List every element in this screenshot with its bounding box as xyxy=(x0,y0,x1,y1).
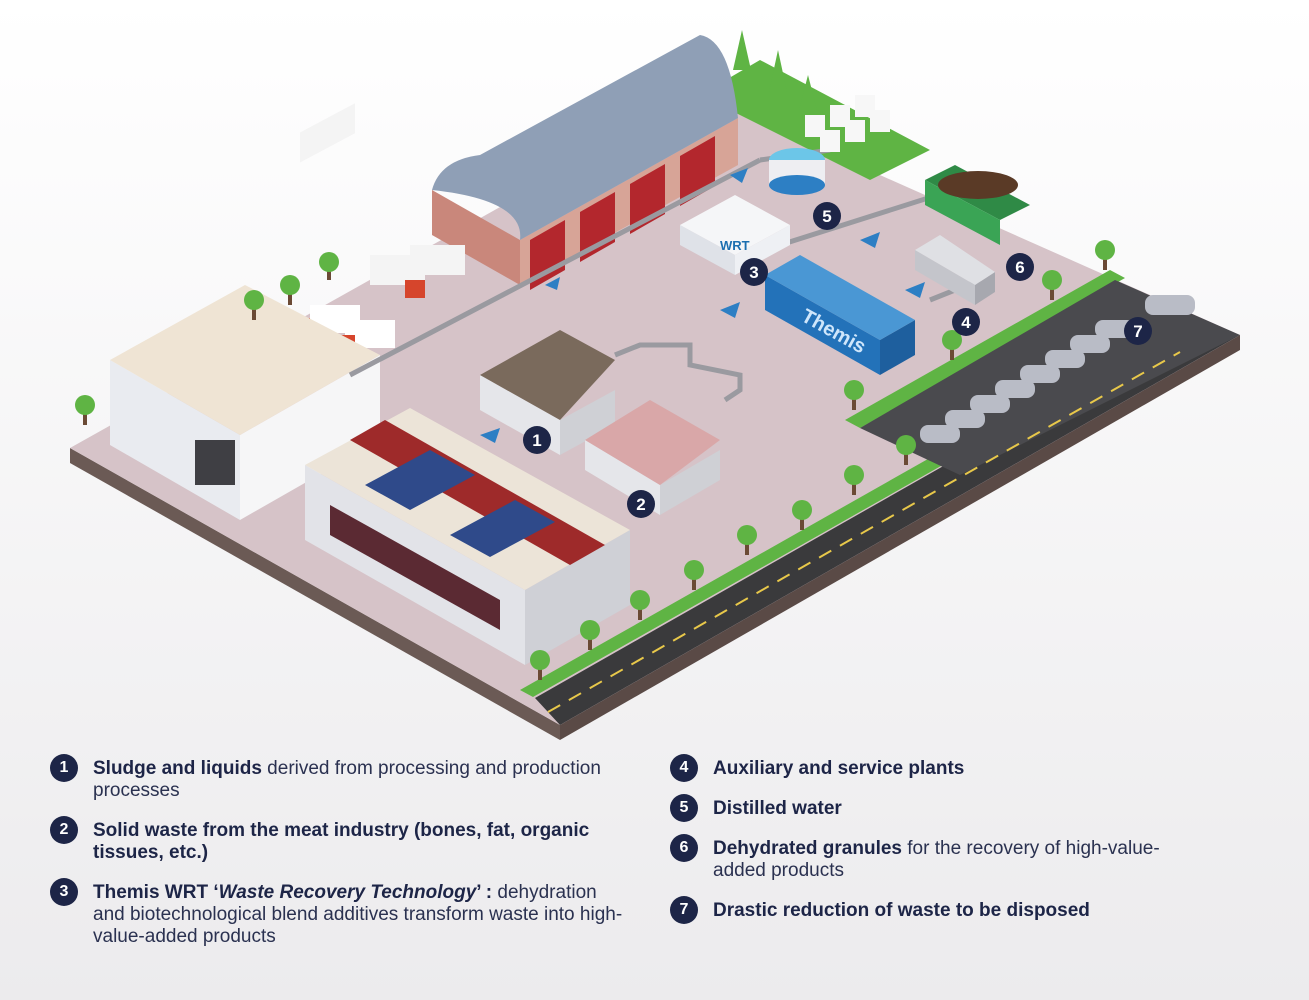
legend-badge: 4 xyxy=(670,754,698,782)
legend-item-3: 3 Themis WRT ‘Waste Recovery Technology’… xyxy=(50,878,630,948)
tank1-top xyxy=(480,330,615,420)
legend-item-6: 6 Dehydrated granules for the recovery o… xyxy=(670,834,1200,882)
warehouse-doors xyxy=(530,136,715,290)
tank1-side xyxy=(560,390,615,455)
office-entrance xyxy=(195,440,235,485)
legend-badge: 1 xyxy=(50,754,78,782)
legend-text: Auxiliary and service plants xyxy=(713,758,965,779)
themis-front xyxy=(765,275,880,375)
svg-text:4: 4 xyxy=(961,313,971,332)
legend-item-5: 5 Distilled water xyxy=(670,794,1230,822)
grass-strip-front xyxy=(520,455,948,697)
legend-text: Distilled water xyxy=(713,798,842,819)
legend-badge: 6 xyxy=(670,834,698,862)
aux-plant-front xyxy=(915,250,975,305)
grass-strip xyxy=(845,270,1125,428)
wrt-logo-small: WRT xyxy=(720,238,750,253)
aux-plant-top xyxy=(915,235,995,285)
svg-text:3: 3 xyxy=(749,263,758,282)
callout-6: 6 xyxy=(1006,253,1034,281)
aux-plant-side xyxy=(975,272,995,305)
callout-4: 4 xyxy=(952,308,980,336)
themis-side xyxy=(880,320,915,375)
office-roof xyxy=(110,285,380,435)
tank2-top xyxy=(585,400,720,485)
solar-panel-2 xyxy=(450,500,555,557)
warehouse-roof xyxy=(432,35,738,240)
legend-text: Sludge and liquids derived from processi… xyxy=(93,758,601,801)
svg-text:5: 5 xyxy=(822,207,831,226)
legend-badge: 5 xyxy=(670,794,698,822)
callout-1: 1 xyxy=(523,426,551,454)
callouts: 1 2 3 4 5 6 7 xyxy=(523,202,1152,518)
office-side xyxy=(240,355,380,520)
trees xyxy=(75,30,1115,680)
legend-text: Themis WRT ‘Waste Recovery Technology’ :… xyxy=(93,882,623,947)
svg-text:7: 7 xyxy=(1133,322,1142,341)
road xyxy=(535,335,1240,725)
themis-top xyxy=(765,255,915,340)
svg-text:2: 2 xyxy=(636,495,645,514)
callout-7: 7 xyxy=(1124,317,1152,345)
granule-bags xyxy=(805,95,890,152)
base-right-side xyxy=(560,335,1240,740)
solar-panel-1 xyxy=(365,450,475,510)
legend-badge: 2 xyxy=(50,816,78,844)
green-skip-side xyxy=(925,180,1000,245)
svg-text:6: 6 xyxy=(1015,258,1024,277)
legend-text: Dehydrated granules for the recovery of … xyxy=(713,838,1160,881)
tanker-trucks xyxy=(920,295,1195,443)
granule-pile xyxy=(938,171,1018,199)
legend-text: Solid waste from the meat industry (bone… xyxy=(93,820,590,863)
warehouse-front xyxy=(432,190,520,285)
trucks xyxy=(290,103,465,353)
tank2-side xyxy=(660,450,720,515)
legend-item-4: 4 Auxiliary and service plants xyxy=(670,754,1230,782)
road-marking xyxy=(547,351,1181,713)
legend-badge: 3 xyxy=(50,878,78,906)
legend-item-2: 2 Solid waste from the meat industry (bo… xyxy=(50,816,610,864)
flow-arrows xyxy=(480,168,925,443)
legend-badge: 7 xyxy=(670,896,698,924)
plant-illustration: WRT Themis xyxy=(70,30,1240,740)
legend-item-1: 1 Sludge and liquids derived from proces… xyxy=(50,754,610,802)
callout-5: 5 xyxy=(813,202,841,230)
processing-window xyxy=(330,505,500,630)
callout-2: 2 xyxy=(627,490,655,518)
callout-3: 3 xyxy=(740,258,768,286)
wrt-unit-top xyxy=(680,195,790,255)
legend-text: Drastic reduction of waste to be dispose… xyxy=(713,900,1090,921)
water-tank-base xyxy=(769,175,825,195)
legend-item-7: 7 Drastic reduction of waste to be dispo… xyxy=(670,896,1230,924)
processing-side xyxy=(525,530,630,665)
base-left-side xyxy=(70,448,560,740)
svg-text:1: 1 xyxy=(532,431,541,450)
wrt-unit-front xyxy=(680,225,735,275)
